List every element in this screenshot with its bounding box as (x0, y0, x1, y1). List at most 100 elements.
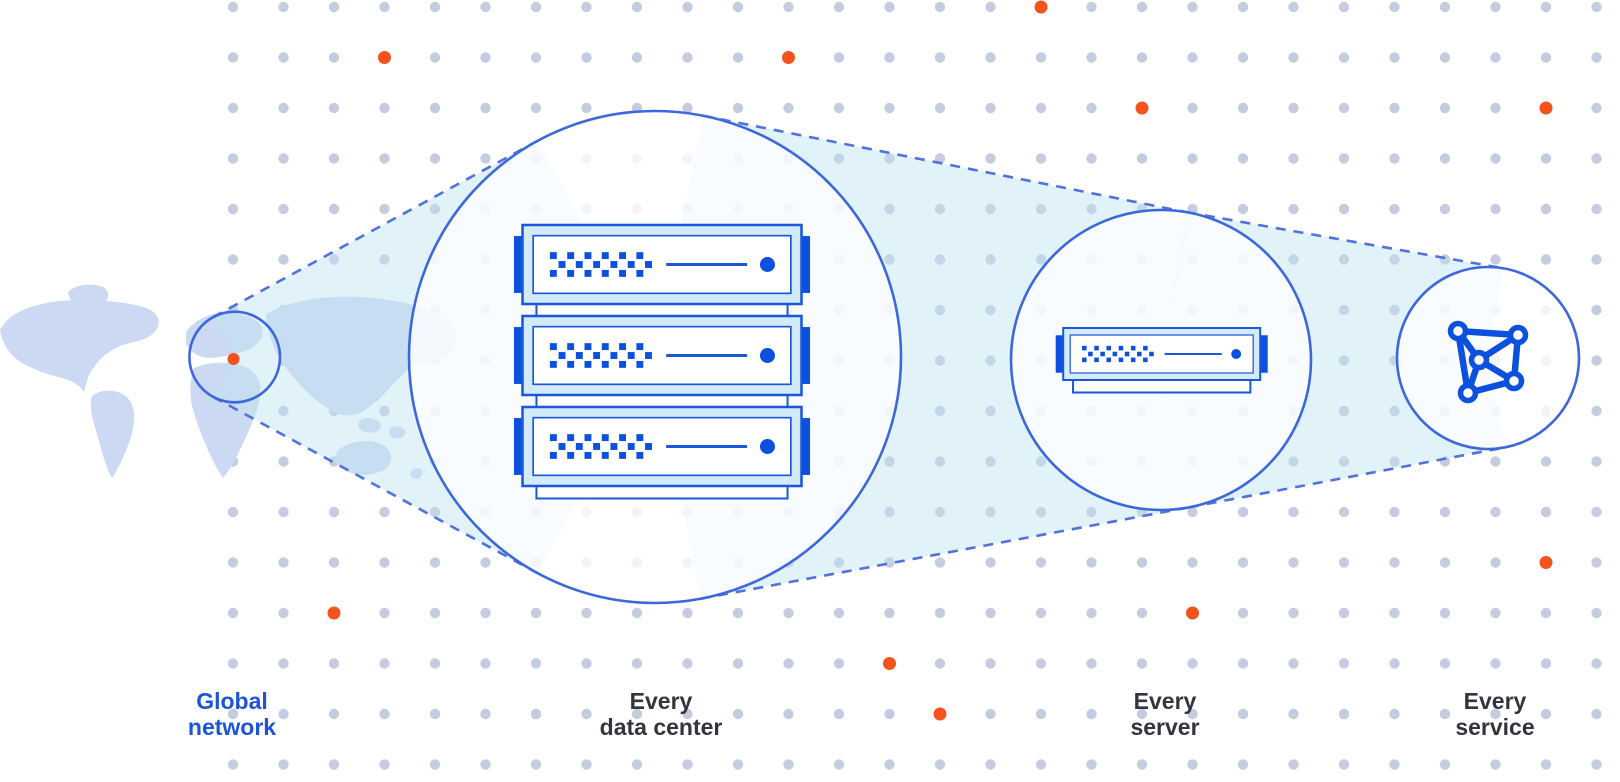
grid-dot (1237, 102, 1249, 114)
stage-labels: Global network Every data center Every s… (188, 688, 1535, 740)
vent-square (1112, 351, 1118, 357)
grid-dot (1187, 759, 1198, 770)
server-side-tab (1055, 335, 1065, 373)
grid-dot (1490, 456, 1501, 467)
grid-dot (530, 607, 542, 619)
grid-dot (1187, 506, 1198, 518)
grid-dot (1338, 658, 1350, 669)
grid-dot (278, 1, 289, 13)
orange-dot (378, 51, 391, 64)
grid-dot (1490, 759, 1501, 770)
grid-dot (1187, 153, 1198, 164)
grid-dot (429, 52, 441, 63)
grid-dot (1389, 607, 1400, 619)
mesh-node (1447, 320, 1469, 342)
grid-dot (1288, 102, 1299, 114)
grid-dot (884, 456, 895, 467)
server-side-tab (513, 236, 524, 293)
grid-dot (328, 1, 340, 13)
server-rack-data-center (513, 223, 811, 500)
label-global-network-line1: Global (196, 688, 268, 714)
grid-dot (985, 759, 996, 770)
grid-dot (1389, 405, 1400, 417)
grid-dot (480, 658, 491, 669)
vent-square (584, 269, 592, 277)
orange-dot (1186, 606, 1199, 620)
vent-square (627, 261, 635, 268)
vent-square (610, 352, 618, 359)
grid-dot (1187, 102, 1198, 114)
grid-dot (631, 759, 643, 770)
vent-square (567, 343, 575, 351)
grid-dot (1035, 506, 1047, 518)
grid-dot (1086, 557, 1097, 568)
grid-dot (1338, 52, 1350, 63)
grid-dot (1389, 153, 1400, 164)
dashed-tangent-line (699, 506, 1189, 601)
vent-square (645, 261, 652, 268)
grid-dot (429, 759, 441, 770)
grid-dot (1389, 506, 1400, 518)
grid-dot (631, 658, 643, 669)
grid-dot (480, 708, 491, 720)
grid-dot (934, 405, 946, 417)
grid-dot (1288, 52, 1299, 63)
grid-dot (1136, 658, 1148, 669)
grid-dot (884, 52, 895, 63)
grid-dot (682, 52, 693, 63)
grid-dot (379, 557, 390, 568)
vent-square (1094, 345, 1099, 351)
grid-dot (1540, 52, 1552, 63)
grid-dot (1288, 456, 1299, 467)
mesh-node (1457, 382, 1479, 404)
grid-dot (278, 607, 289, 619)
orange-dot (1135, 101, 1149, 115)
grid-dot (732, 52, 744, 63)
grid-dot (1237, 52, 1249, 63)
grid-dot (934, 658, 946, 669)
grid-dot (682, 102, 693, 114)
grid-dot (530, 102, 542, 114)
grid-dot (1237, 1, 1249, 13)
grid-dot (1389, 557, 1400, 568)
grid-dot (934, 759, 946, 770)
vent-square (584, 343, 592, 351)
grid-dot (934, 102, 946, 114)
vent-square (619, 252, 627, 260)
grid-dot (530, 708, 542, 720)
vent-square (1106, 345, 1112, 351)
grid-dot (1540, 456, 1552, 467)
grid-dot (328, 658, 340, 669)
server-side-tab (513, 327, 524, 384)
network-mesh-icon (1447, 320, 1529, 404)
grid-dot (278, 557, 289, 568)
orange-dot (1034, 0, 1048, 14)
grid-dot (1591, 405, 1602, 417)
vent-square (619, 343, 627, 351)
grid-dot (884, 203, 895, 215)
grid-dot (530, 1, 542, 13)
grid-dot (934, 254, 946, 265)
grid-dot (1439, 708, 1451, 720)
label-data-center-line2: data center (600, 714, 723, 740)
server-faceplate (532, 416, 792, 477)
orange-dot (1539, 556, 1553, 569)
label-service-line2: service (1455, 714, 1534, 740)
grid-dot (1540, 203, 1552, 215)
grid-dot (227, 658, 239, 669)
grid-dot (1540, 506, 1552, 518)
vent-square (549, 343, 557, 351)
grid-dot (1591, 557, 1602, 568)
vent-square (645, 352, 652, 359)
grid-dot (1288, 203, 1299, 215)
vent-square (636, 269, 644, 277)
grid-dot (429, 506, 441, 518)
grid-dot (1035, 52, 1047, 63)
grid-dot (985, 304, 996, 316)
continent-south-america (90, 390, 135, 478)
grid-dot (783, 1, 794, 13)
vent-square (558, 261, 566, 268)
grid-dot (429, 607, 441, 619)
mesh-node (1503, 370, 1525, 392)
